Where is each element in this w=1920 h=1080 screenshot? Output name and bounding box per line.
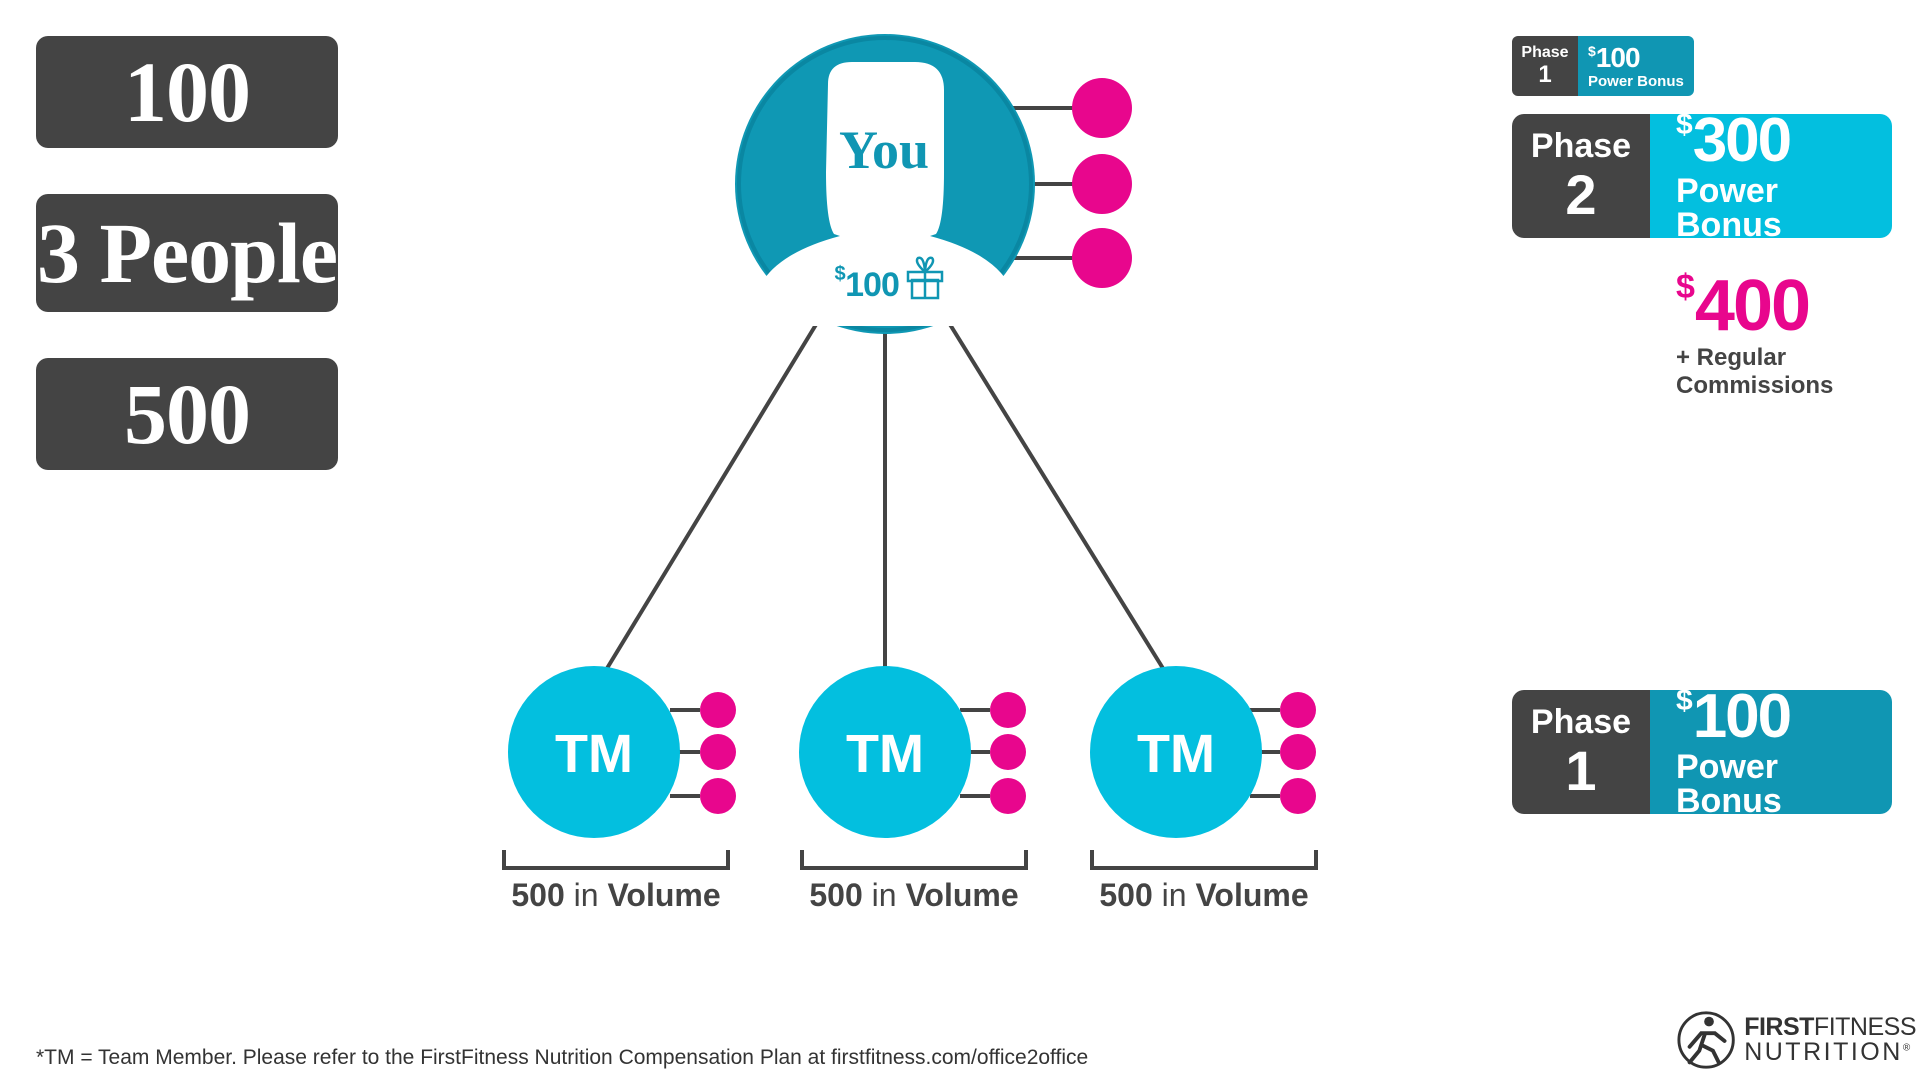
phase1-amount: 100 bbox=[1692, 690, 1792, 751]
volume-label-3: 500 in Volume bbox=[1099, 877, 1308, 913]
volume-bracket-2 bbox=[800, 850, 1028, 870]
phase1-bonus-text: Power Bonus bbox=[1676, 748, 1782, 814]
total-amount: 400 bbox=[1694, 266, 1811, 346]
phase1-small-word: Phase bbox=[1521, 44, 1569, 61]
connector-line-tm1 bbox=[604, 316, 822, 672]
phase2-word: Phase bbox=[1530, 127, 1632, 165]
tm1-label: TM bbox=[555, 724, 633, 784]
tm3-label: TM bbox=[1137, 724, 1215, 784]
you-bonus-dollar: $ bbox=[834, 263, 845, 285]
volume-bracket-1 bbox=[502, 850, 730, 870]
phase2-card: Phase 2 $ 300 Power Bonus bbox=[1512, 114, 1892, 238]
volume-label-1-word: Volume bbox=[607, 877, 720, 913]
you-side-dots bbox=[1010, 78, 1132, 288]
volume-label-2-in: in bbox=[872, 877, 897, 913]
volume-label-2: 500 in Volume bbox=[809, 877, 1018, 913]
tm3-dot-1 bbox=[1280, 692, 1316, 728]
volume-bracket-3 bbox=[1090, 850, 1318, 870]
phase1-small-amount: 100 bbox=[1595, 41, 1641, 73]
phase1-word: Phase bbox=[1530, 703, 1632, 741]
phase1-label: Phase 1 bbox=[1512, 690, 1650, 814]
tm1-dot-3 bbox=[700, 778, 736, 814]
tm-node-1: TM bbox=[508, 666, 736, 838]
volume-label-1-num: 500 bbox=[511, 877, 564, 913]
logo-first: FIRST bbox=[1744, 1013, 1814, 1041]
tm-node-3: TM bbox=[1090, 666, 1316, 838]
volume-label-3-num: 500 bbox=[1099, 877, 1152, 913]
phase1-small-num: 1 bbox=[1538, 61, 1552, 88]
volume-label-3-word: Volume bbox=[1195, 877, 1308, 913]
phase2-num: 2 bbox=[1565, 163, 1597, 226]
stat-box-volume: 500 bbox=[36, 358, 338, 470]
phase1-small-label: Phase 1 bbox=[1512, 36, 1578, 96]
tm-node-2: TM bbox=[799, 666, 1026, 838]
stat-box-people: 3 People bbox=[36, 194, 338, 312]
stat-box-volume-text: 500 bbox=[124, 366, 251, 462]
phase1-dollar: $ bbox=[1676, 690, 1693, 717]
total-dollar: $ bbox=[1676, 268, 1695, 306]
runner-leaf-logo-icon bbox=[1677, 1011, 1735, 1069]
phase1-bonus: $ 100 Power Bonus bbox=[1650, 690, 1892, 814]
you-node: You $ 100 bbox=[735, 34, 1035, 334]
logo-registered: ® bbox=[1902, 1042, 1911, 1054]
phase2-amount: 300 bbox=[1692, 114, 1792, 175]
volume-label-3-in: in bbox=[1162, 877, 1187, 913]
connector-line-tm3 bbox=[944, 316, 1166, 672]
you-dot-1 bbox=[1072, 78, 1132, 138]
volume-label-1-in: in bbox=[574, 877, 599, 913]
tm3-dot-3 bbox=[1280, 778, 1316, 814]
tm1-dot-2 bbox=[700, 734, 736, 770]
phase1-small-bonus-text: Power Bonus bbox=[1588, 72, 1684, 90]
tm2-label: TM bbox=[846, 724, 924, 784]
volume-label-2-num: 500 bbox=[809, 877, 862, 913]
footnote: *TM = Team Member. Please refer to the F… bbox=[36, 1046, 1089, 1069]
tm2-dot-2 bbox=[990, 734, 1026, 770]
phase1-small-bonus: $ 100 Power Bonus bbox=[1578, 36, 1694, 96]
tm3-dot-2 bbox=[1280, 734, 1316, 770]
phase2-dollar: $ bbox=[1676, 114, 1693, 141]
you-dot-2 bbox=[1072, 154, 1132, 214]
stat-box-people-count-text: 100 bbox=[124, 44, 251, 140]
stat-box-people-count: 100 bbox=[36, 36, 338, 148]
firstfitness-logo: FIRSTFITNESS NUTRITION® bbox=[1676, 1004, 1917, 1076]
phase1-card: Phase 1 $ 100 Power Bonus bbox=[1512, 690, 1892, 814]
you-dot-3 bbox=[1072, 228, 1132, 288]
volume-label-2-word: Volume bbox=[905, 877, 1018, 913]
logo-fitness: FITNESS bbox=[1813, 1013, 1917, 1041]
phase2-bonus-text: Power Bonus bbox=[1676, 172, 1782, 238]
phase1-small-card: Phase 1 $ 100 Power Bonus bbox=[1512, 36, 1694, 96]
you-label: You bbox=[839, 120, 929, 180]
tm2-dot-3 bbox=[990, 778, 1026, 814]
total-note: + Regular Commissions bbox=[1676, 344, 1834, 399]
stat-box-people-text: 3 People bbox=[36, 205, 338, 301]
phase2-bonus: $ 300 Power Bonus bbox=[1650, 114, 1892, 238]
gift-box-icon bbox=[906, 256, 944, 300]
tm2-dot-1 bbox=[990, 692, 1026, 728]
phase1-small-dollar: $ bbox=[1588, 42, 1596, 59]
you-bonus-amount: 100 bbox=[845, 266, 899, 304]
phase2-label: Phase 2 bbox=[1512, 114, 1650, 238]
logo-nutrition: NUTRITION bbox=[1744, 1038, 1903, 1066]
tm1-dot-1 bbox=[700, 692, 736, 728]
phase1-num: 1 bbox=[1565, 739, 1597, 802]
total-bonus-block: $ 400 + Regular Commissions bbox=[1676, 270, 1920, 400]
person-silhouette-icon bbox=[758, 62, 1012, 326]
volume-label-1: 500 in Volume bbox=[511, 877, 720, 913]
